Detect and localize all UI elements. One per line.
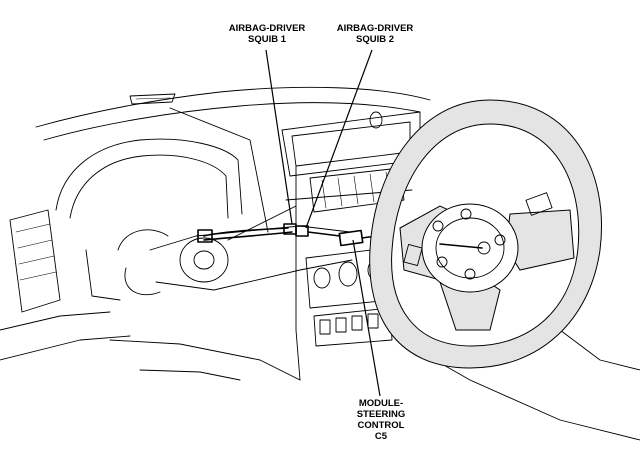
callout-squib2-line1: AIRBAG-DRIVER [336, 23, 414, 34]
leader-squib1 [265, 49, 293, 225]
callout-squib1-line2: SQUIB 1 [247, 34, 286, 45]
instrument-cluster [55, 107, 269, 301]
leader-module [352, 239, 381, 397]
wiring-harness [197, 223, 391, 247]
callout-squib2-line2: SQUIB 2 [355, 34, 394, 45]
callout-module-steering-control: MODULE- STEERING CONTROL C5 [346, 398, 416, 442]
callout-module-line2: STEERING [356, 409, 406, 420]
callout-module-line1: MODULE- [358, 398, 404, 409]
steering-wheel [369, 99, 602, 369]
dash-top-outline [35, 86, 431, 141]
callout-module-line4: C5 [374, 431, 388, 442]
callout-squib1-line1: AIRBAG-DRIVER [228, 23, 306, 34]
steering-column [117, 205, 353, 296]
leader-squib2 [305, 49, 373, 229]
callout-airbag-driver-squib-2: AIRBAG-DRIVER SQUIB 2 [330, 23, 420, 45]
left-vent [0, 209, 131, 361]
callout-airbag-driver-squib-1: AIRBAG-DRIVER SQUIB 1 [222, 23, 312, 45]
callout-module-line3: CONTROL [357, 420, 405, 431]
